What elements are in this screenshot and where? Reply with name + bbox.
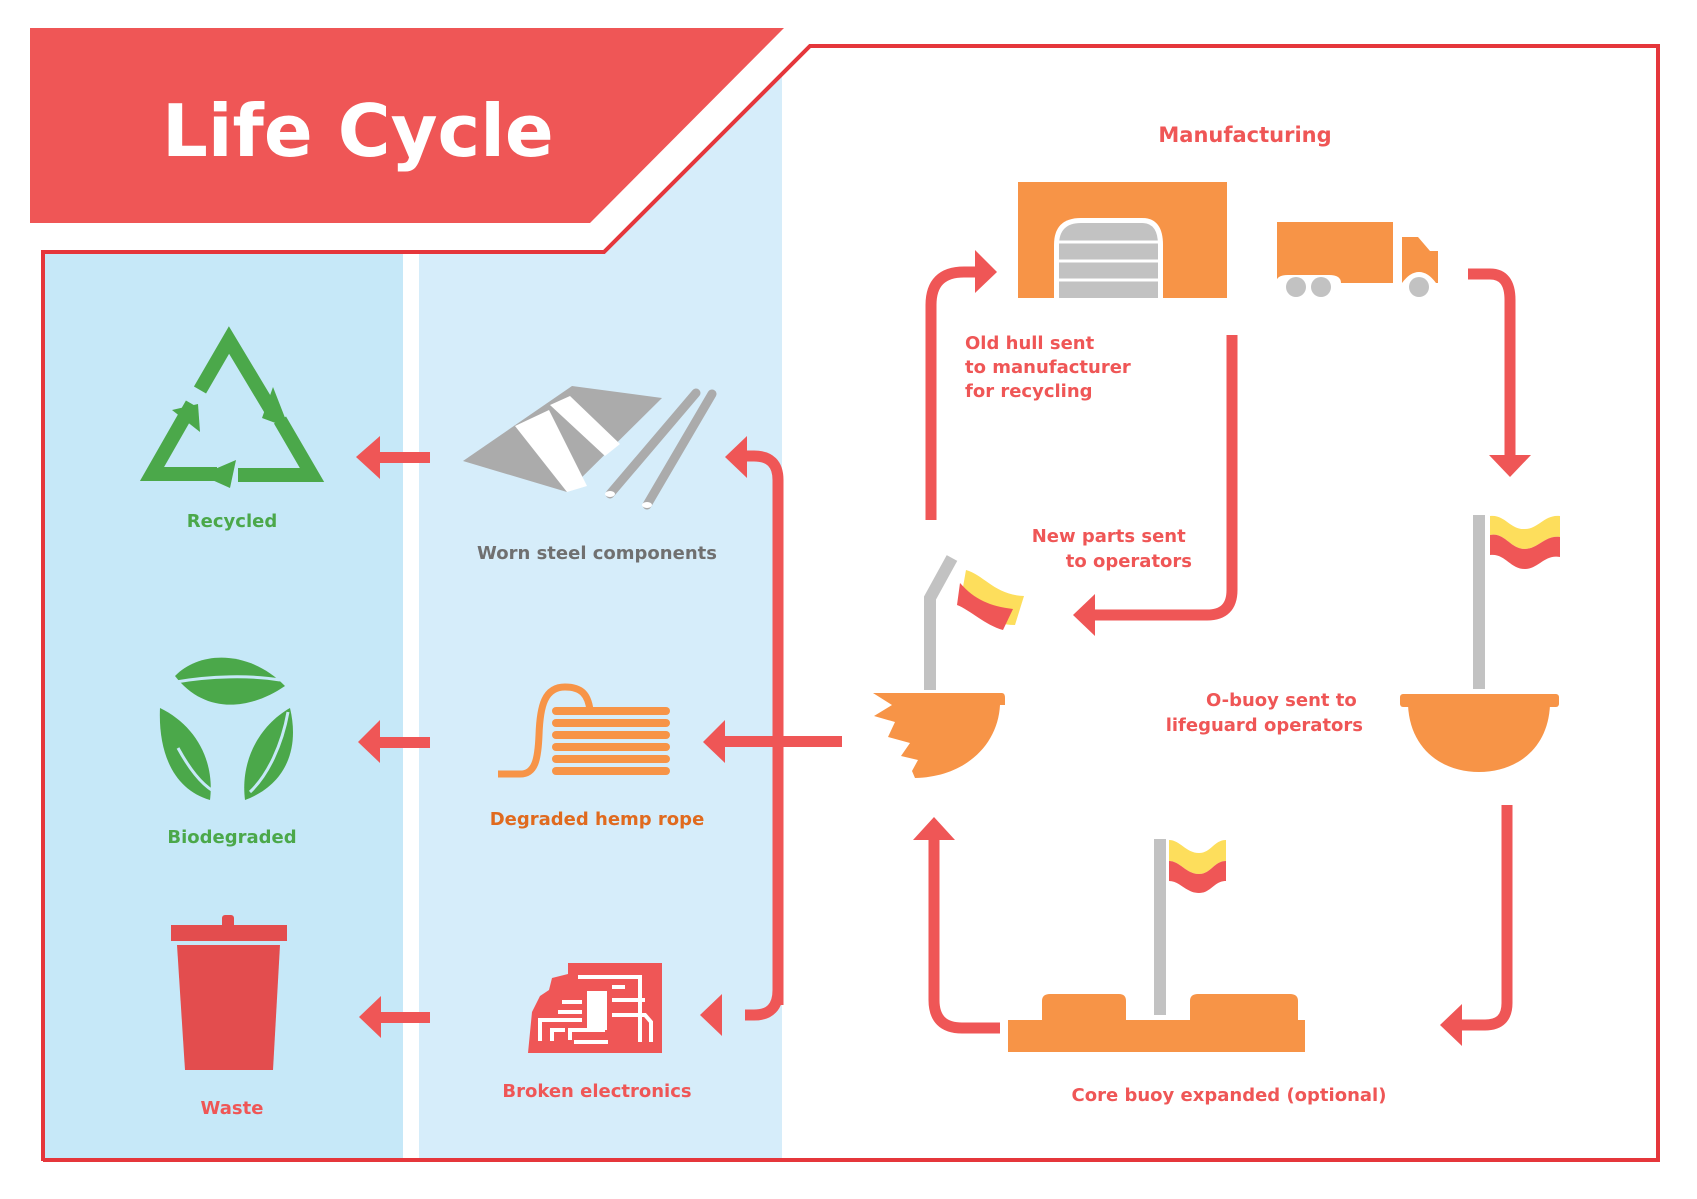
page-title: Life Cycle <box>162 89 554 173</box>
arrow-core-buoy-to-worn-buoy <box>913 817 1000 1034</box>
obuoy-sent-line-1: O-buoy sent to <box>1206 690 1357 711</box>
components-panel <box>419 76 782 1161</box>
old-hull-line-1: Old hull sent <box>965 333 1095 354</box>
arrow-to-biodegraded <box>358 720 430 763</box>
stage-label-core-buoy: Core buoy expanded (optional) <box>1072 1085 1387 1106</box>
trash-can-icon <box>171 915 287 1070</box>
truck-icon <box>1276 222 1438 297</box>
diagram-border <box>41 44 1660 1162</box>
outcome-label-waste: Waste <box>201 1098 264 1119</box>
rope-coil-icon <box>498 683 670 778</box>
component-label-rope: Degraded hemp rope <box>490 809 705 830</box>
old-hull-line-3: for recycling <box>965 381 1093 402</box>
steel-components-icon <box>463 386 717 510</box>
arrow-manufacturer-to-obuoy <box>1468 268 1531 477</box>
outcome-label-recycled: Recycled <box>187 511 277 532</box>
obuoy-icon <box>1400 515 1560 772</box>
factory-icon <box>1018 182 1227 298</box>
title-banner <box>30 28 784 223</box>
core-buoy-expanded-icon <box>1008 839 1305 1052</box>
recycle-icon <box>139 326 325 488</box>
new-parts-line-2: to operators <box>1066 551 1192 572</box>
stage-label-old-hull: Old hull sent to manufacturer for recycl… <box>965 333 1137 402</box>
arrow-old-hull-to-manufacturer <box>925 250 997 520</box>
disassembly-arrows <box>700 436 842 1036</box>
obuoy-sent-line-2: lifeguard operators <box>1166 715 1363 736</box>
component-label-electronics: Broken electronics <box>502 1081 691 1102</box>
circuit-board-icon <box>528 963 662 1053</box>
stage-label-obuoy-sent: O-buoy sent to lifeguard operators <box>1166 690 1363 736</box>
arrow-to-recycled <box>356 436 430 479</box>
stage-label-manufacturing: Manufacturing <box>1158 123 1331 147</box>
stage-label-new-parts: New parts sent to operators <box>1032 526 1192 572</box>
new-parts-line-1: New parts sent <box>1032 526 1186 547</box>
leaves-icon <box>159 657 293 800</box>
component-label-steel: Worn steel components <box>477 543 717 564</box>
broken-buoy-icon <box>873 555 1024 778</box>
arrow-obuoy-to-core-buoy <box>1440 805 1513 1046</box>
old-hull-line-2: to manufacturer <box>965 357 1131 378</box>
outcome-label-biodegraded: Biodegraded <box>167 827 296 848</box>
arrow-new-parts-to-operators <box>1073 335 1238 636</box>
arrow-to-waste <box>359 996 430 1038</box>
